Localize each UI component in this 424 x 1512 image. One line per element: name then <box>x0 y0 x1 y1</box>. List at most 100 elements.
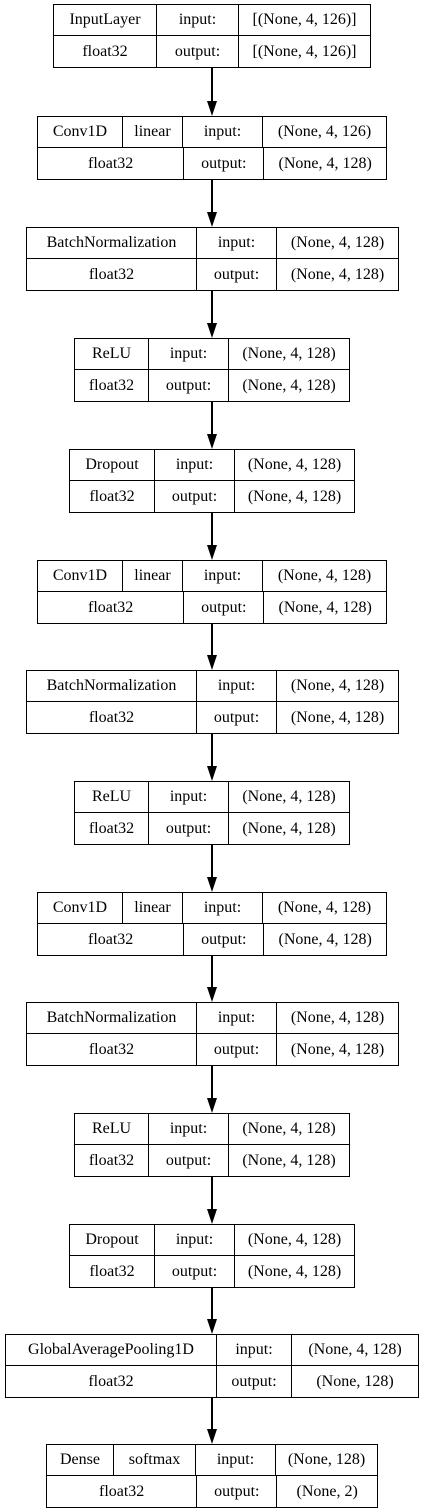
input-shape: (None, 4, 128) <box>276 228 398 258</box>
connection-line <box>211 402 213 435</box>
layer-type: GlobalAveragePooling1D <box>28 1341 194 1358</box>
output-shape: (None, 4, 128) <box>263 148 386 179</box>
layer-dtype: float32 <box>88 708 135 726</box>
layer-type: Dropout <box>85 456 139 473</box>
layer-activation: linear <box>122 561 182 591</box>
layer-dtype: float32 <box>88 1040 135 1058</box>
layer-header-row: Dropout input:(None, 4, 128) <box>70 450 354 481</box>
output-label: output: <box>154 481 234 512</box>
layer-activation: linear <box>122 117 182 147</box>
output-shape: (None, 4, 128) <box>228 1145 349 1176</box>
connection-line <box>211 1398 213 1430</box>
layer-dtype: float32 <box>89 487 135 505</box>
layer-type: BatchNormalization <box>46 1009 177 1026</box>
connection-line <box>211 68 213 102</box>
arrow-down-icon <box>206 987 217 1002</box>
arrow-down-icon <box>206 1209 217 1224</box>
input-label: input: <box>196 671 276 701</box>
arrow-down-icon <box>206 212 217 227</box>
input-shape: (None, 4, 128) <box>228 782 349 812</box>
layer-dtype: float32 <box>87 154 134 172</box>
input-label: input: <box>182 893 262 923</box>
connection-line <box>211 291 213 324</box>
input-shape: [(None, 4, 126)] <box>238 5 370 35</box>
connection-line <box>211 1066 213 1099</box>
arrow-down-icon <box>206 655 217 670</box>
layer-type: Dense <box>60 1451 100 1468</box>
layer-type: InputLayer <box>69 11 141 28</box>
output-label: output: <box>196 1476 276 1507</box>
connection-line <box>211 624 213 656</box>
input-label: input: <box>196 228 276 258</box>
input-shape: (None, 4, 128) <box>234 450 354 480</box>
input-shape: (None, 4, 128) <box>262 561 386 591</box>
output-shape: (None, 4, 128) <box>228 370 349 401</box>
layer-type: ReLU <box>91 345 132 362</box>
output-label: output: <box>183 924 263 955</box>
input-shape: (None, 4, 128) <box>276 671 398 701</box>
input-shape: (None, 4, 126) <box>262 117 386 147</box>
layer-header-row: InputLayer input:[(None, 4, 126)] <box>54 5 370 36</box>
layer-header-row: ReLU input:(None, 4, 128) <box>75 782 349 813</box>
layer-type: ReLU <box>91 788 132 805</box>
layer-dtype: float32 <box>87 598 134 616</box>
input-shape: (None, 4, 128) <box>228 1114 349 1144</box>
input-label: input: <box>182 561 262 591</box>
output-label: output: <box>196 1034 276 1065</box>
input-label: input: <box>216 1335 291 1365</box>
output-shape: (None, 4, 128) <box>234 481 354 512</box>
output-label: output: <box>154 1256 234 1287</box>
input-label: input: <box>196 1003 276 1033</box>
output-label: output: <box>148 1145 228 1176</box>
output-shape: [(None, 4, 126)] <box>238 36 370 67</box>
output-shape: (None, 2) <box>276 1476 377 1507</box>
layer-dtype: float32 <box>87 930 134 948</box>
input-label: input: <box>195 1445 275 1475</box>
layer-dtype: float32 <box>88 1372 134 1390</box>
arrow-down-icon <box>206 1098 217 1113</box>
output-label: output: <box>183 592 263 623</box>
layer-dtype: float32 <box>88 376 135 394</box>
layer-dtype: float32 <box>89 1262 135 1280</box>
input-label: input: <box>154 450 234 480</box>
layer-dtype: float32 <box>88 819 135 837</box>
arrow-down-icon <box>206 545 217 560</box>
output-shape: (None, 4, 128) <box>234 1256 354 1287</box>
arrow-down-icon <box>206 1429 217 1444</box>
output-shape: (None, 4, 128) <box>263 592 386 623</box>
layer-dtype: float32 <box>82 42 128 60</box>
layer-dtype: float32 <box>88 265 135 283</box>
arrow-down-icon <box>206 766 217 781</box>
connection-line <box>211 1177 213 1210</box>
input-shape: (None, 4, 128) <box>234 1225 354 1255</box>
layer-dtype: float32 <box>98 1482 145 1500</box>
input-label: input: <box>156 5 238 35</box>
arrow-down-icon <box>206 877 217 892</box>
arrow-down-icon <box>206 1319 217 1334</box>
input-label: input: <box>148 782 228 812</box>
output-shape: (None, 4, 128) <box>228 813 349 844</box>
